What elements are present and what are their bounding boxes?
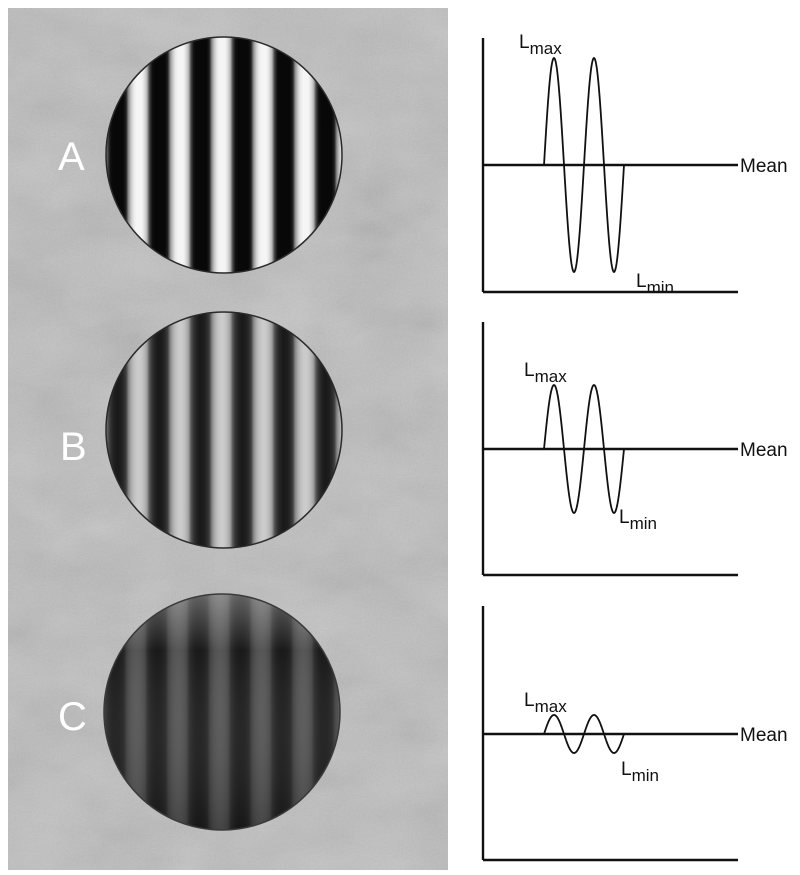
panel-letter-c: C	[58, 695, 87, 739]
panel-letter-a: A	[58, 135, 85, 179]
label-lmin: Lmin	[636, 271, 674, 297]
luminance-wave	[543, 384, 625, 514]
grating-disc-a	[105, 36, 343, 274]
luminance-wave	[543, 714, 625, 754]
label-mean: Mean	[740, 156, 788, 177]
label-lmax: Lmax	[524, 360, 567, 386]
label-mean: Mean	[740, 725, 788, 746]
grating-disc-b	[105, 311, 343, 549]
label-lmax: Lmax	[524, 690, 567, 716]
label-lmin: Lmin	[619, 507, 657, 533]
label-lmin: Lmin	[621, 759, 659, 785]
label-lmax: Lmax	[519, 32, 562, 58]
label-mean: Mean	[740, 440, 788, 461]
grating-disc-c	[103, 593, 341, 831]
luminance-wave	[543, 56, 625, 274]
panel-letter-b: B	[60, 425, 87, 469]
